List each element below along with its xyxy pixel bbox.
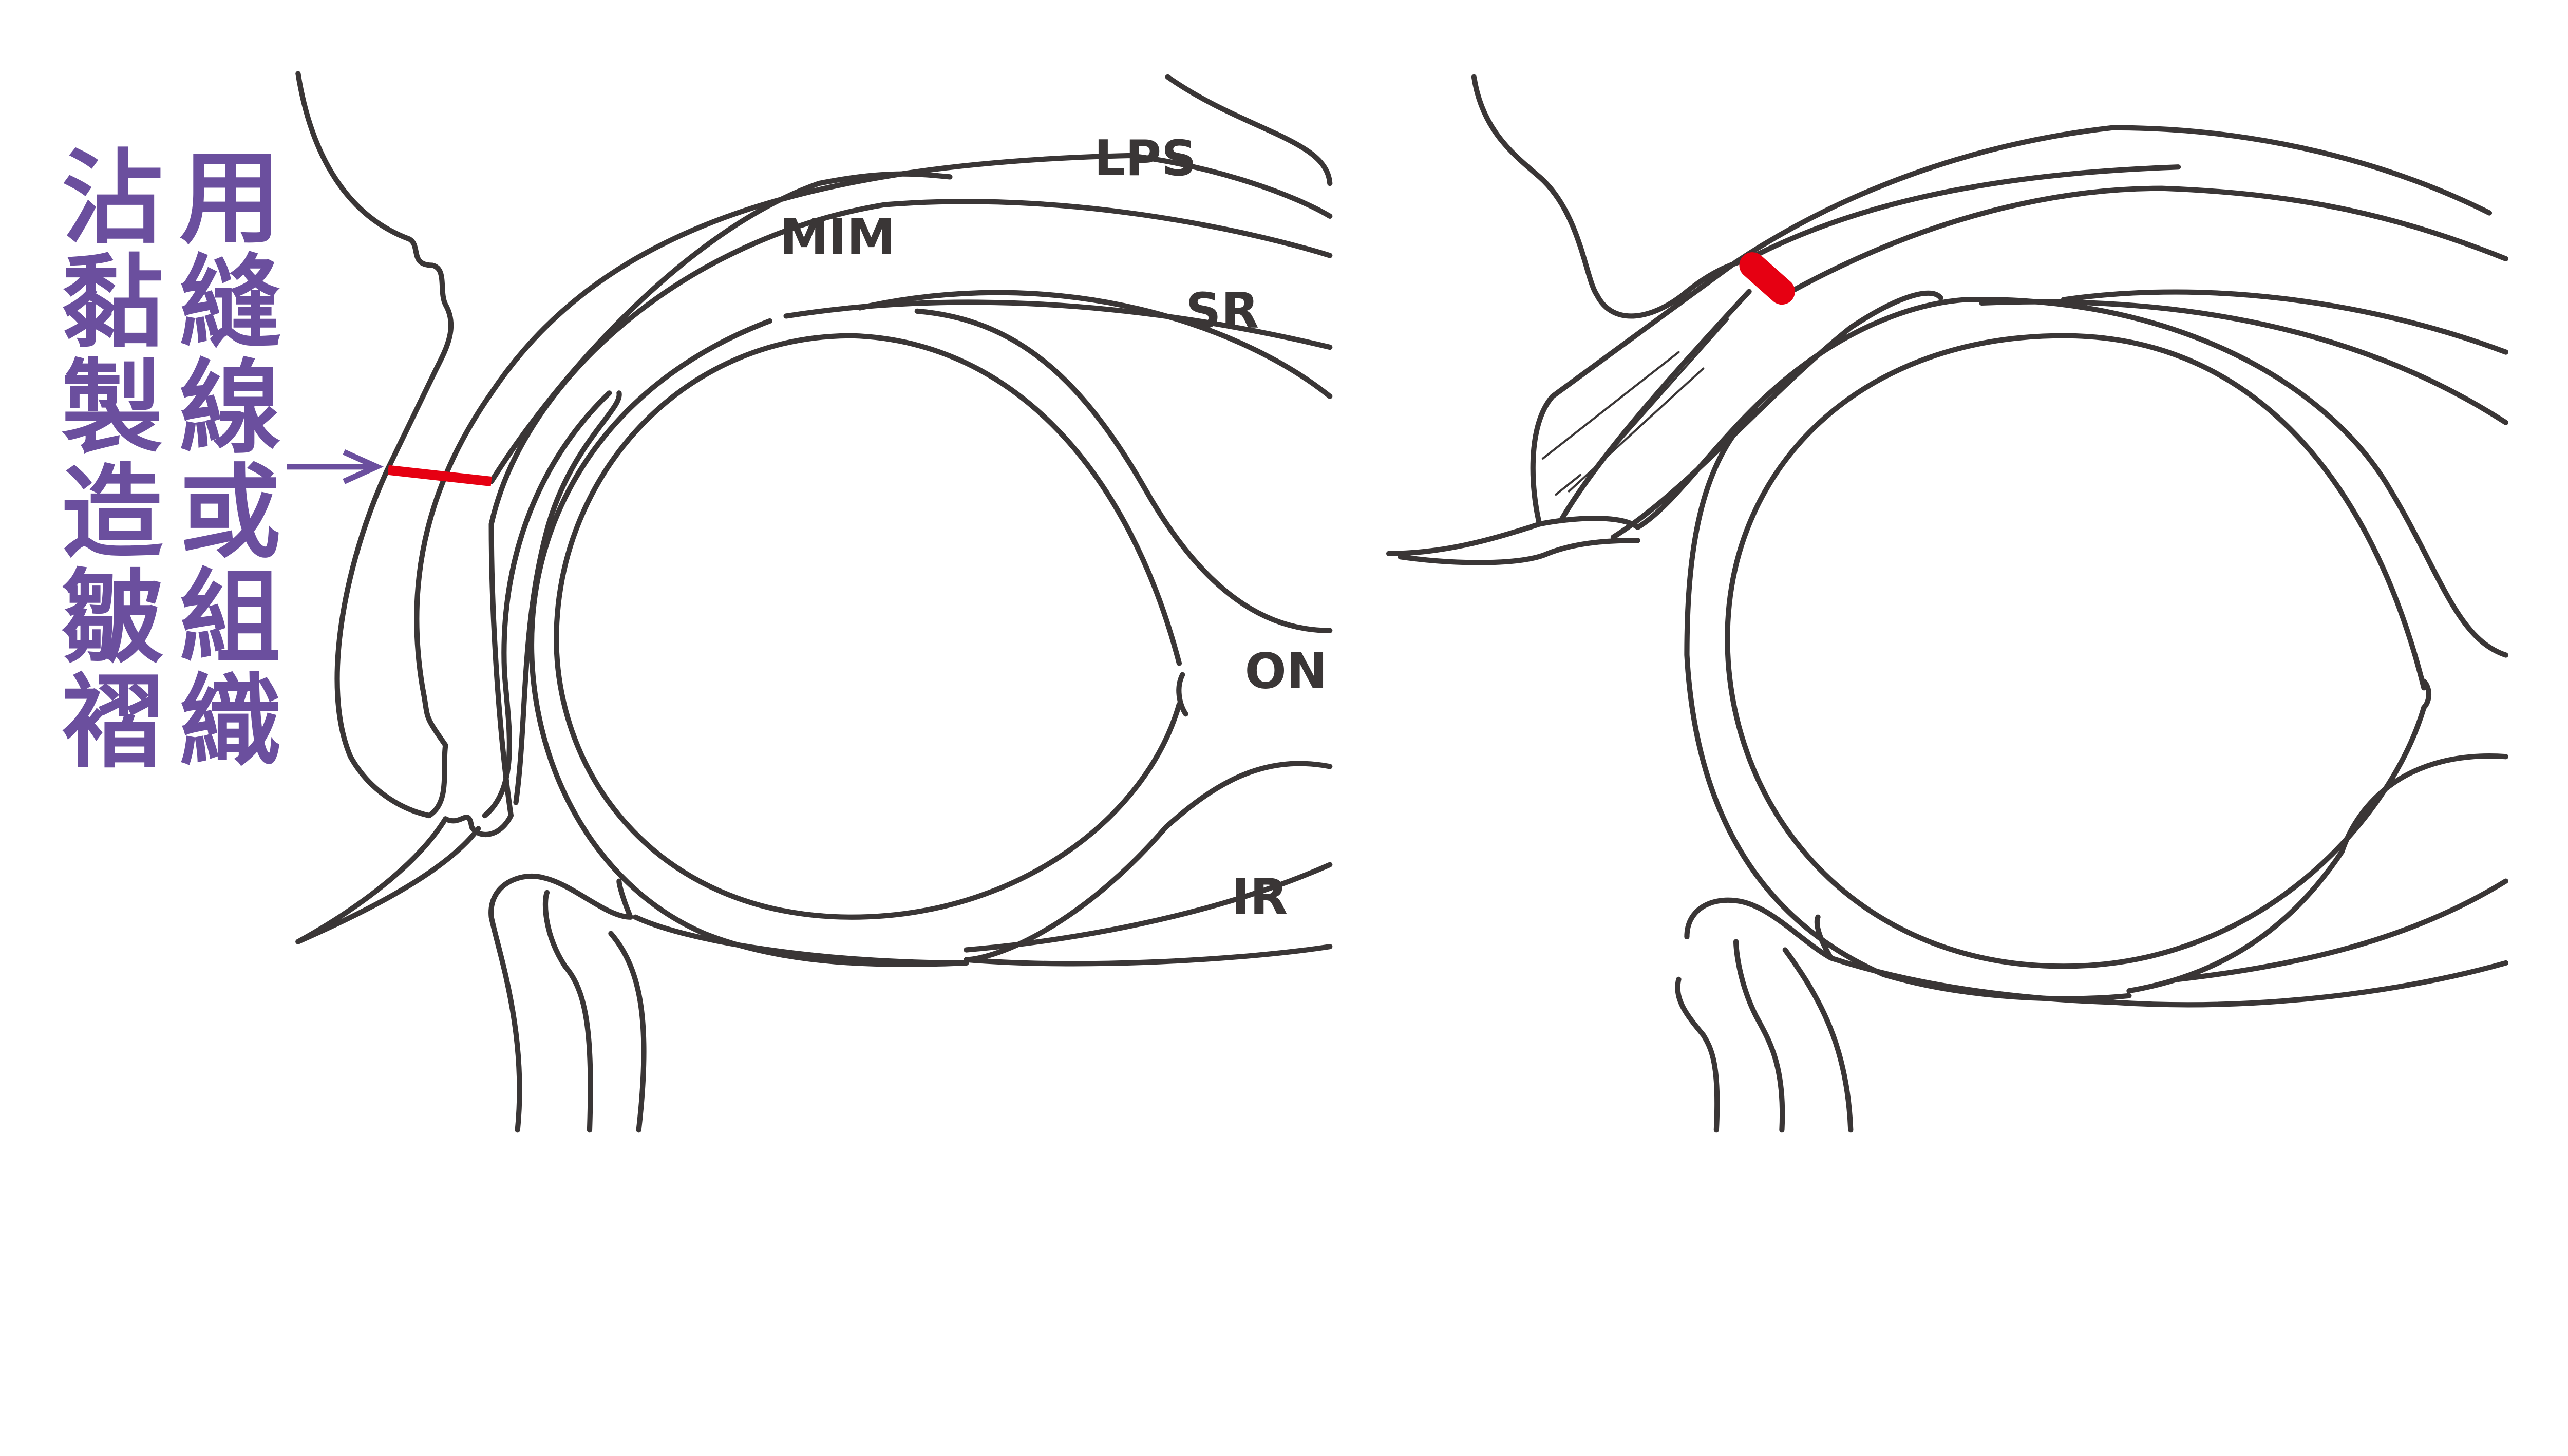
eyelid-diagram: 用縫線或組織 沾黏製造皺褶 LPS MIM SR ON IR	[44, 71, 2508, 1133]
label-ir: IR	[1232, 868, 1288, 925]
label-mim: MIM	[780, 208, 896, 266]
caption-column-left: 沾黏製造皺褶	[44, 144, 163, 773]
left-eye-cross-section	[295, 71, 1333, 1133]
fixation-mark	[1739, 252, 1795, 305]
arrow-right-icon	[287, 449, 384, 484]
label-lps: LPS	[1094, 129, 1197, 187]
right-eye-cross-section	[1386, 74, 2508, 1133]
label-sr: SR	[1186, 282, 1259, 339]
orbital-fat-contour	[1165, 74, 1333, 186]
caption-column-right: 用縫線或組織	[162, 144, 280, 773]
incision-line	[387, 465, 492, 487]
label-on: ON	[1244, 642, 1327, 699]
skin-profile	[295, 71, 454, 819]
